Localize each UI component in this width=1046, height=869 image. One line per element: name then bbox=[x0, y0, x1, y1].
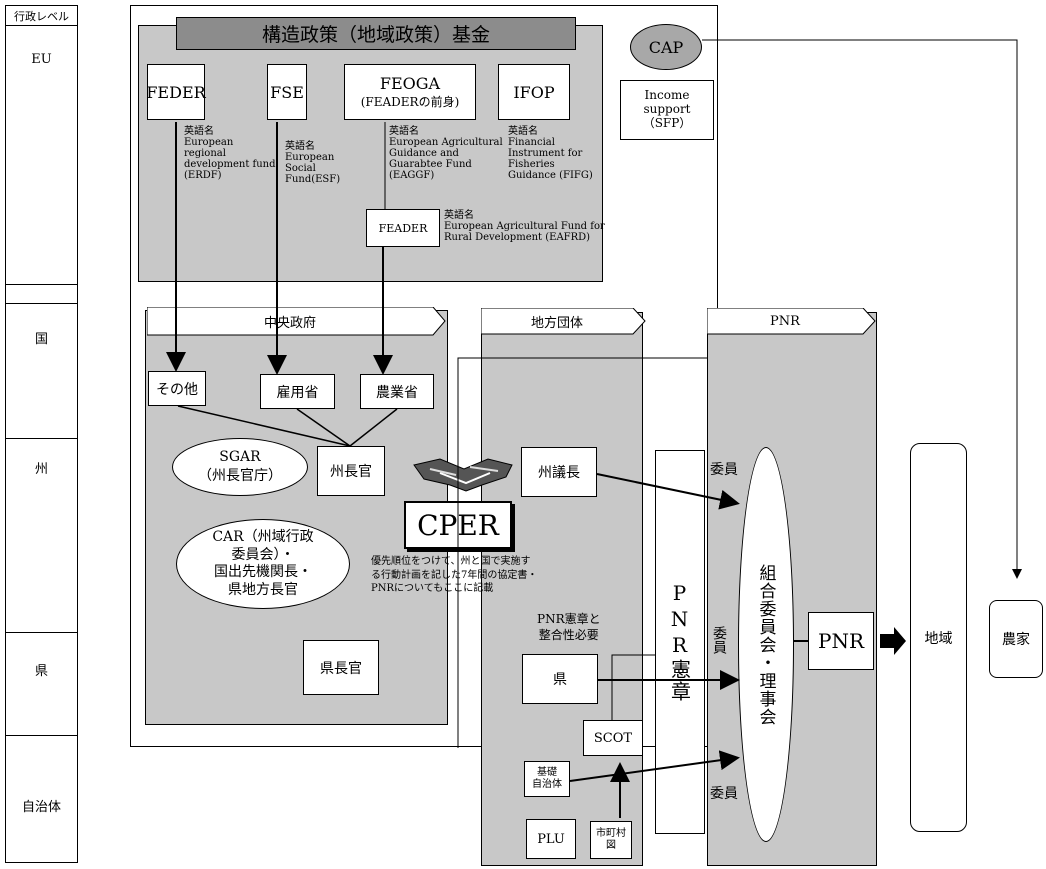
connectors bbox=[0, 0, 1046, 869]
